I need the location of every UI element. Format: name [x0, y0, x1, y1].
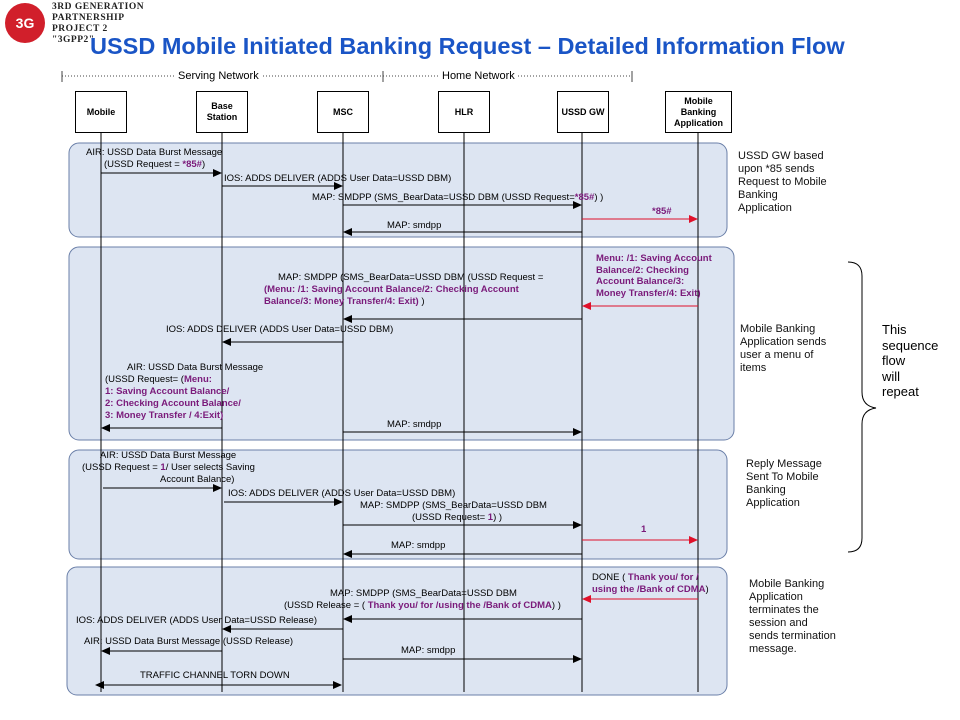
home-network-label: Home Network — [440, 70, 517, 82]
entity-base-station: Base Station — [196, 91, 248, 133]
msg-air-menu-label: Menu: — [183, 374, 212, 385]
msg-air-selection-line2: (USSD Request = — [82, 462, 161, 473]
msg-map-smdpp-menu-close: ) — [418, 296, 425, 307]
phase-panel-reply — [68, 449, 728, 560]
msg-red-request-85: *85# — [652, 206, 672, 217]
msg-ios-deliver-3: IOS: ADDS DELIVER (ADDS User Data=USSD D… — [228, 488, 456, 499]
msg-map-smdpp-1: MAP: SMDPP (SMS_BearData=USSD DBM (USSD … — [312, 192, 603, 204]
msg-air-request-line2: (USSD Request = — [104, 159, 183, 170]
msg-map-smdpp-1-close: ) ) — [594, 192, 604, 203]
msg-map-smdpp-3-line1: MAP: SMDPP (SMS_BearData=USSD DBM — [360, 500, 547, 511]
repeat-note: This sequence flow will repeat — [882, 322, 938, 400]
msg-air-request-close: ) — [201, 159, 206, 170]
msg-air-menu-line1: AIR: USSD Data Burst Message — [127, 362, 264, 373]
entity-msc: MSC — [317, 91, 369, 133]
msg-menu-from-app-line3: Account Balance/3: — [596, 276, 685, 287]
msg-air-selection-desc: / User selects Saving — [165, 462, 255, 473]
msg-map-smdpp-release: MAP: SMDPP (SMS_BearData=USSD DBM (USSD … — [284, 588, 561, 612]
msg-air-menu-line2: (USSD Request= ( — [105, 374, 184, 385]
msg-map-smdpp-3-close: ) ) — [493, 512, 503, 523]
msg-map-smdpp-resp-4: MAP: smdpp — [401, 645, 456, 656]
msg-air-request: AIR: USSD Data Burst Message (USSD Reque… — [86, 147, 222, 171]
page-title: USSD Mobile Initiated Banking Request – … — [90, 33, 845, 59]
3gpp2-logo-text: 3RD GENERATION PARTNERSHIP PROJECT 2 "3G… — [52, 2, 144, 46]
msg-map-smdpp-resp-3: MAP: smdpp — [391, 540, 446, 551]
msg-done-close: ) — [705, 584, 709, 595]
msg-air-release: AIR: USSD Data Burst Message (USSD Relea… — [84, 636, 294, 647]
entity-hlr: HLR — [438, 91, 490, 133]
msg-air-selection-line1: AIR: USSD Data Burst Message — [100, 450, 237, 461]
msg-air-menu-line4: 2: Checking Account Balance/ — [105, 398, 241, 409]
msg-ios-deliver-release: IOS: ADDS DELIVER (ADDS User Data=USSD R… — [76, 615, 318, 626]
entity-mobile-banking-application: Mobile Banking Application — [665, 91, 732, 133]
msg-air-selection: AIR: USSD Data Burst Message (USSD Reque… — [82, 450, 255, 486]
msg-map-smdpp-1-code: *85# — [574, 192, 595, 203]
logo-line-2: PARTNERSHIP — [52, 13, 125, 23]
msg-done-line1: Thank you/ for / — [627, 572, 699, 583]
msg-map-smdpp-3-line2: (USSD Request= — [412, 512, 488, 523]
msg-map-smdpp-release-close: ) ) — [551, 600, 561, 611]
msg-map-smdpp-3: MAP: SMDPP (SMS_BearData=USSD DBM (USSD … — [360, 500, 547, 524]
msg-air-menu-line5: 3: Money Transfer / 4:Exit) — [105, 410, 224, 421]
msg-ios-deliver-1: IOS: ADDS DELIVER (ADDS User Data=USSD D… — [224, 173, 452, 184]
msg-done: DONE ( Thank you/ for / using the /Bank … — [592, 572, 709, 596]
serving-network-label: Serving Network — [176, 70, 261, 82]
logo-line-1: 3RD GENERATION — [52, 2, 145, 12]
msg-map-smdpp-release-text: Thank you/ for /using the /Bank of CDMA — [367, 600, 552, 611]
msg-map-smdpp-menu: MAP: SMDPP (SMS_BearData=USSD DBM (USSD … — [264, 272, 543, 308]
msg-menu-from-app: Menu: /1: Saving Account Balance/2: Chec… — [596, 253, 712, 299]
msg-map-smdpp-release-line1: MAP: SMDPP (SMS_BearData=USSD DBM — [330, 588, 517, 599]
msg-map-smdpp-menu-line1: MAP: SMDPP (SMS_BearData=USSD DBM (USSD … — [278, 272, 544, 283]
msg-map-smdpp-menu-line2: (Menu: /1: Saving Account Balance/2: Che… — [264, 284, 519, 295]
repeat-note-line1: This — [882, 322, 907, 337]
msg-menu-from-app-line2: Balance/2: Checking — [596, 264, 689, 276]
repeat-note-line3: flow — [882, 353, 906, 368]
entity-ussd-gw: USSD GW — [557, 91, 609, 133]
msg-done-label: DONE ( — [592, 572, 628, 583]
msg-menu-from-app-line4: Money Transfer/4: Exit) — [596, 287, 701, 299]
side-note-terminate: Mobile Banking Application terminates th… — [749, 578, 836, 655]
msg-air-selection-line3: Account Balance) — [160, 474, 235, 485]
phase-panel-request — [68, 142, 728, 238]
side-note-menu: Mobile Banking Application sends user a … — [740, 323, 827, 374]
side-note-request: USSD GW based upon *85 sends Request to … — [738, 150, 827, 214]
logo-line-4: "3GPP2" — [52, 35, 95, 45]
network-divider — [61, 71, 633, 82]
msg-air-menu-line3: 1: Saving Account Balance/ — [105, 386, 230, 397]
msg-done-line2: using the /Bank of CDMA — [592, 584, 706, 595]
msg-map-smdpp-resp-1: MAP: smdpp — [387, 220, 442, 231]
repeat-note-line4: will — [882, 368, 901, 384]
3gpp2-logo-badge: 3G — [5, 3, 45, 43]
msg-map-smdpp-1-text: MAP: SMDPP (SMS_BearData=USSD DBM (USSD … — [312, 192, 575, 203]
msg-map-smdpp-resp-2: MAP: smdpp — [387, 419, 442, 430]
msg-menu-from-app-line1: Menu: /1: Saving Account — [596, 253, 712, 264]
msg-air-request-code: *85# — [182, 159, 202, 170]
msg-map-smdpp-menu-line3: Balance/3: Money Transfer/4: Exit) — [264, 296, 419, 307]
side-note-reply: Reply Message Sent To Mobile Banking App… — [746, 458, 822, 509]
msg-ios-deliver-menu: IOS: ADDS DELIVER (ADDS User Data=USSD D… — [166, 324, 394, 335]
entity-mobile: Mobile — [75, 91, 127, 133]
repeat-brace — [847, 261, 877, 553]
logo-line-3: PROJECT 2 — [52, 24, 108, 34]
msg-map-smdpp-release-line2: (USSD Release = ( — [284, 600, 368, 611]
msg-red-reply-1: 1 — [641, 524, 647, 535]
msg-air-selection-code: 1 — [160, 462, 166, 473]
msg-traffic-torn-down: TRAFFIC CHANNEL TORN DOWN — [140, 670, 290, 681]
msg-air-request-line1: AIR: USSD Data Burst Message — [86, 147, 223, 158]
phase-panel-menu — [68, 246, 735, 441]
phase-panel-terminate — [66, 566, 728, 696]
msg-air-menu: AIR: USSD Data Burst Message (USSD Reque… — [105, 362, 263, 422]
msg-map-smdpp-3-code: 1 — [487, 512, 494, 523]
repeat-note-line2: sequence — [882, 337, 939, 353]
repeat-note-line5: repeat — [882, 384, 919, 399]
